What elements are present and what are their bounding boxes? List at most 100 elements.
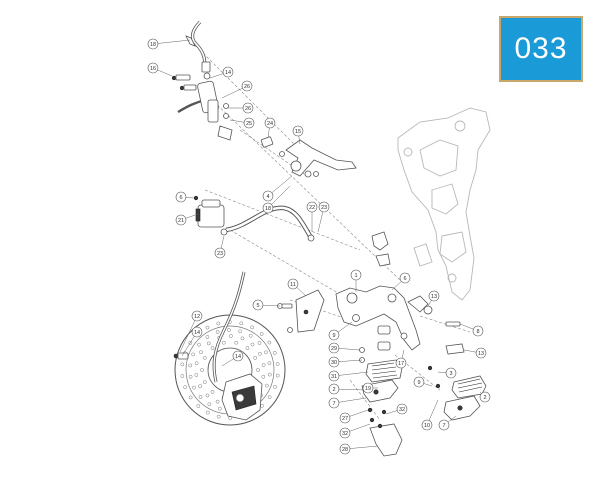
footpeg-rider — [361, 359, 403, 403]
callout-circle — [147, 62, 159, 74]
disc-hole — [234, 340, 239, 345]
disc-hole — [192, 385, 196, 390]
callout-circle — [241, 80, 253, 92]
disc-hole — [239, 321, 244, 326]
callout-21: 21 — [175, 213, 199, 226]
disc-hole — [206, 410, 210, 415]
callout-5: 5 — [252, 299, 281, 311]
callout-number: 14 — [225, 70, 231, 76]
callout-23: 23 — [317, 201, 330, 233]
callout-number: 6 — [403, 276, 406, 282]
callout-circle — [479, 391, 491, 403]
rear-master-cylinder — [171, 61, 233, 141]
disc-hole — [267, 395, 272, 399]
disc-hole — [191, 352, 196, 357]
callout-28: 28 — [339, 443, 379, 455]
disc-hole — [256, 368, 260, 372]
callout-number: 21 — [178, 218, 184, 224]
callout-number: 32 — [399, 407, 405, 413]
disc-hole — [272, 350, 277, 355]
disc-hole — [216, 321, 221, 326]
callout-number: 5 — [256, 303, 259, 309]
frame-outline — [397, 107, 491, 301]
callout-1: 1 — [350, 269, 362, 292]
callout-number: 23 — [321, 205, 327, 211]
disc-hole — [180, 362, 185, 367]
callout-leader-line — [333, 388, 367, 391]
disc-hole — [264, 350, 268, 355]
callout-leader-line — [152, 39, 191, 45]
disc-hole — [261, 363, 266, 367]
callout-13: 13 — [463, 347, 487, 359]
callout-number: 12 — [194, 314, 200, 320]
callout-circle — [339, 412, 351, 424]
callout-number: 10 — [424, 423, 430, 429]
callout-14: 14 — [181, 326, 203, 357]
disc-hole — [194, 373, 199, 377]
callout-6: 6 — [391, 272, 411, 291]
disc-hole — [267, 340, 272, 345]
callout-leader-line — [333, 397, 367, 404]
disc-hole — [207, 402, 212, 407]
callout-number: 9 — [417, 380, 420, 386]
callout-number: 32 — [342, 431, 348, 437]
callout-circle — [438, 419, 450, 431]
heel-guard — [367, 407, 403, 457]
disc-hole — [205, 393, 210, 398]
callout-circle — [328, 370, 340, 382]
callout-2: 2 — [479, 391, 491, 403]
callout-leader-line — [179, 315, 198, 353]
callout-number: 13 — [431, 294, 437, 300]
disc-hole — [267, 372, 272, 377]
callout-number: 17 — [398, 361, 404, 367]
reservoir-and-hose — [193, 195, 315, 242]
callout-number: 30 — [331, 360, 337, 366]
callout-number: 28 — [342, 447, 348, 453]
callout-circle — [287, 278, 299, 290]
callout-circle — [339, 443, 351, 455]
disc-hole — [205, 335, 210, 339]
callout-circle — [175, 214, 187, 226]
callout-circle — [264, 117, 276, 129]
callout-6: 6 — [175, 191, 195, 203]
callout-15: 15 — [292, 125, 304, 145]
brake-caliper — [173, 271, 263, 421]
disc-hole — [257, 341, 262, 345]
disc-hole — [210, 390, 215, 394]
disc-hole — [240, 336, 245, 341]
disc-hole — [248, 333, 253, 338]
disc-hole — [227, 328, 231, 332]
callout-32: 32 — [385, 403, 408, 415]
callout-11: 11 — [287, 278, 307, 297]
callout-12: 12 — [179, 310, 203, 353]
callout-number: 18 — [265, 206, 271, 212]
callout-4: 4 — [262, 175, 293, 202]
disc-hole — [210, 346, 215, 350]
disc-hole — [245, 346, 250, 350]
disc-hole — [198, 384, 202, 389]
callout-10: 10 — [421, 399, 439, 431]
disc-hole — [253, 356, 258, 360]
disc-hole — [273, 384, 277, 389]
disc-hole — [206, 341, 211, 346]
disc-hole — [202, 380, 207, 384]
disc-hole — [183, 385, 188, 390]
callout-circle — [262, 202, 274, 214]
callout-circle — [232, 350, 244, 362]
callout-circle — [472, 325, 484, 337]
callout-circle — [328, 397, 340, 409]
callout-circle — [222, 66, 234, 78]
callout-circle — [191, 310, 203, 322]
callout-number: 3 — [449, 371, 452, 377]
callout-7: 7 — [438, 415, 457, 431]
callout-circle — [475, 347, 487, 359]
callout-circle — [445, 367, 457, 379]
callout-23: 23 — [214, 235, 226, 259]
callout-circle — [428, 290, 440, 302]
callout-26: 26 — [221, 80, 253, 99]
disc-hole — [194, 361, 199, 366]
callout-circle — [191, 326, 203, 338]
disc-hole — [180, 374, 185, 378]
